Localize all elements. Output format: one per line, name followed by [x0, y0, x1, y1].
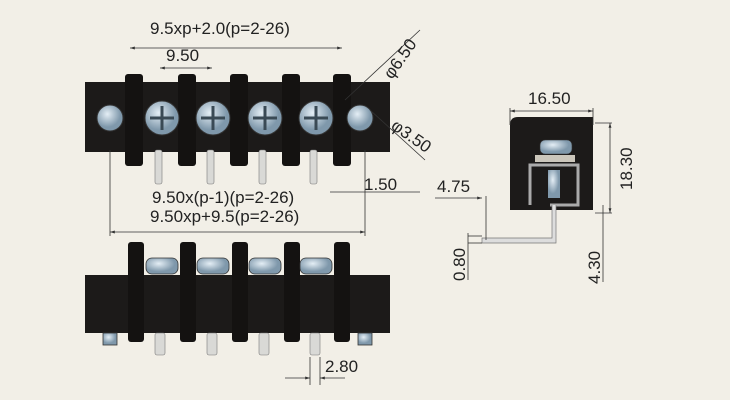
dim-pin-span: 9.50x(p-1)(p=2-26): [152, 188, 294, 207]
dim-pin-width: 2.80: [325, 357, 358, 376]
dim-side-width: 16.50: [528, 89, 571, 108]
dim-side-offset: 4.75: [437, 177, 470, 196]
dim-pin-offset: 1.50: [364, 175, 397, 194]
dim-overall-top: 9.5xp+2.0(p=2-26): [150, 19, 290, 38]
dim-hole-small: φ3.50: [388, 116, 435, 157]
dim-pin-thickness: 0.80: [450, 248, 469, 281]
front-view: [85, 74, 390, 185]
dim-pitch: 9.50: [166, 46, 199, 65]
side-view: 16.50 18.30 4.75 0.80 4.30: [435, 89, 636, 284]
dim-hole-large: φ6.50: [380, 35, 421, 82]
dim-overall-bottom: 9.50xp+9.5(p=2-26): [150, 207, 299, 226]
dim-side-height: 18.30: [617, 147, 636, 190]
bottom-view: 2.80: [85, 242, 390, 385]
dim-pin-length: 4.30: [585, 251, 604, 284]
